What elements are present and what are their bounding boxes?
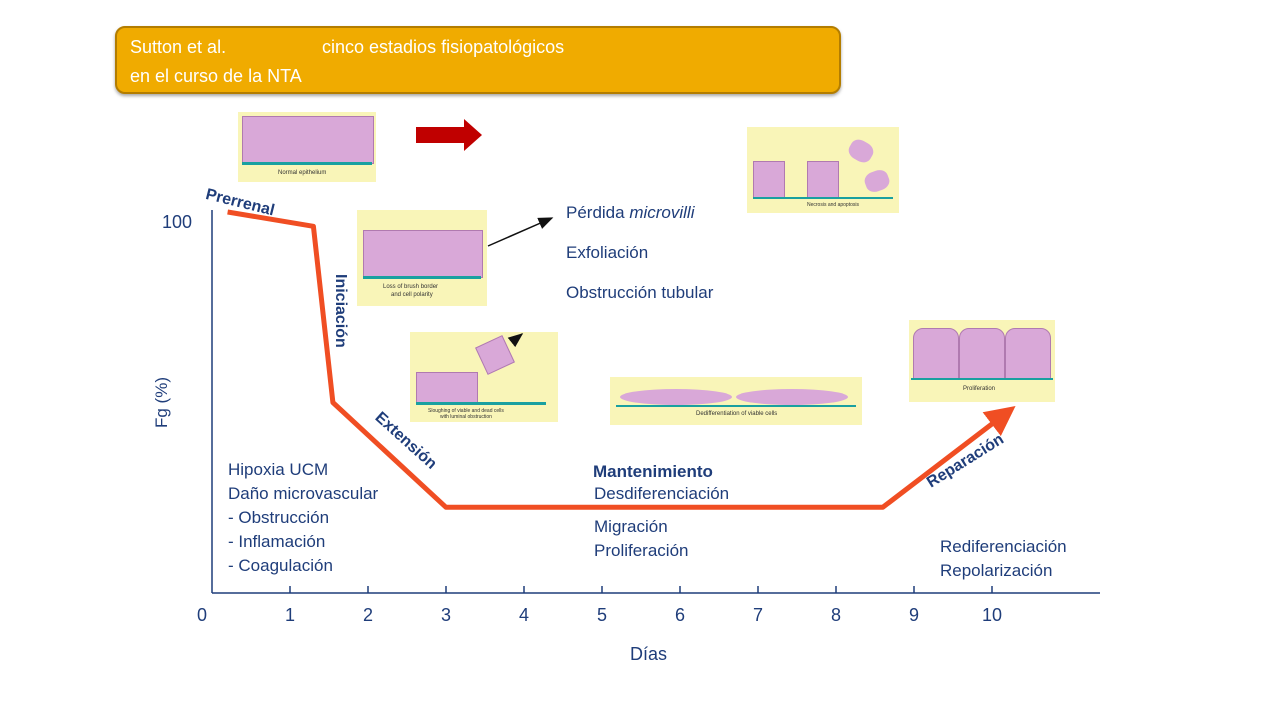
note-microvilli-text: Pérdida microvilli xyxy=(566,203,695,222)
x-tick-label: 1 xyxy=(285,605,296,625)
y-tick-100: 100 xyxy=(162,212,193,232)
panel-normal-caption: Normal epithelium xyxy=(278,170,327,176)
title-box: Sutton et al. cinco estadios fisiopatoló… xyxy=(115,26,841,94)
x-tick-label: 7 xyxy=(753,605,764,625)
panel-necrosis-caption: Necrosis and apoptosis xyxy=(807,202,859,208)
note-microvilli: Pérdida microvilli xyxy=(566,203,695,223)
panel-sloughing-caption-1: Sloughing of viable and dead cells xyxy=(428,408,504,414)
note-hipoxia: Hipoxia UCM xyxy=(228,460,329,479)
panel-loss-caption-1: Loss of brush border xyxy=(383,284,439,290)
note-proliferacion: Proliferación xyxy=(594,541,689,560)
x-tick-label: 3 xyxy=(441,605,452,625)
stage-mantenimiento: Mantenimiento xyxy=(593,462,713,481)
x-tick-label: 8 xyxy=(831,605,842,625)
note-desdiferenciacion: Desdiferenciación xyxy=(594,484,730,503)
note-coagulacion: - Coagulación xyxy=(228,556,333,575)
note-repolarizacion: Repolarización xyxy=(940,561,1053,580)
x-tick-label: 4 xyxy=(519,605,530,625)
x-tick-label: 5 xyxy=(597,605,608,625)
note-obstruccion-tubular: Obstrucción tubular xyxy=(566,283,714,302)
panel-dedifferentiation: Dedifferentiation of viable cells xyxy=(610,377,862,425)
x-axis-label: Días xyxy=(630,644,668,664)
note-inflamacion: - Inflamación xyxy=(228,532,326,551)
x-tick-label: 0 xyxy=(197,605,208,625)
panel-loss-brush-border: Loss of brush border and cell polarity xyxy=(357,210,487,306)
x-tick-label: 2 xyxy=(363,605,374,625)
panel-sloughing-caption-2: with luminal obstruction xyxy=(440,414,492,420)
x-tick-label: 9 xyxy=(909,605,920,625)
gfr-curve xyxy=(227,209,1016,510)
note-migracion: Migración xyxy=(594,517,668,536)
panel-loss-caption-2: and cell polarity xyxy=(391,292,433,298)
note-obstruccion: - Obstrucción xyxy=(228,508,330,527)
note-exfoliacion: Exfoliación xyxy=(566,243,649,262)
callout-arrow-sloughing xyxy=(507,333,524,348)
note-dano-microvascular: Daño microvascular xyxy=(228,484,379,503)
title-main: cinco estadios fisiopatológicos xyxy=(322,37,565,57)
title-sub: en el curso de la NTA xyxy=(130,66,302,86)
red-arrow-icon xyxy=(416,119,482,151)
x-tick-label: 6 xyxy=(675,605,686,625)
panel-sloughing: Sloughing of viable and dead cells with … xyxy=(410,332,558,422)
callout-arrow-microvilli xyxy=(487,217,554,247)
y-axis-label: Fg (%) xyxy=(152,377,171,428)
title-author: Sutton et al. xyxy=(130,37,227,57)
panel-proliferation: Proliferation xyxy=(909,320,1055,402)
panel-prolif-caption: Proliferation xyxy=(963,386,996,392)
x-tick-label: 10 xyxy=(982,605,1003,625)
panel-normal-epithelium: Normal epithelium xyxy=(238,112,376,182)
note-rediferenciacion: Rediferenciación xyxy=(940,537,1067,556)
panel-dediff-caption: Dedifferentiation of viable cells xyxy=(696,411,778,417)
panel-necrosis-apoptosis: Necrosis and apoptosis xyxy=(747,127,899,213)
stage-iniciacion: Iniciación xyxy=(332,274,349,348)
